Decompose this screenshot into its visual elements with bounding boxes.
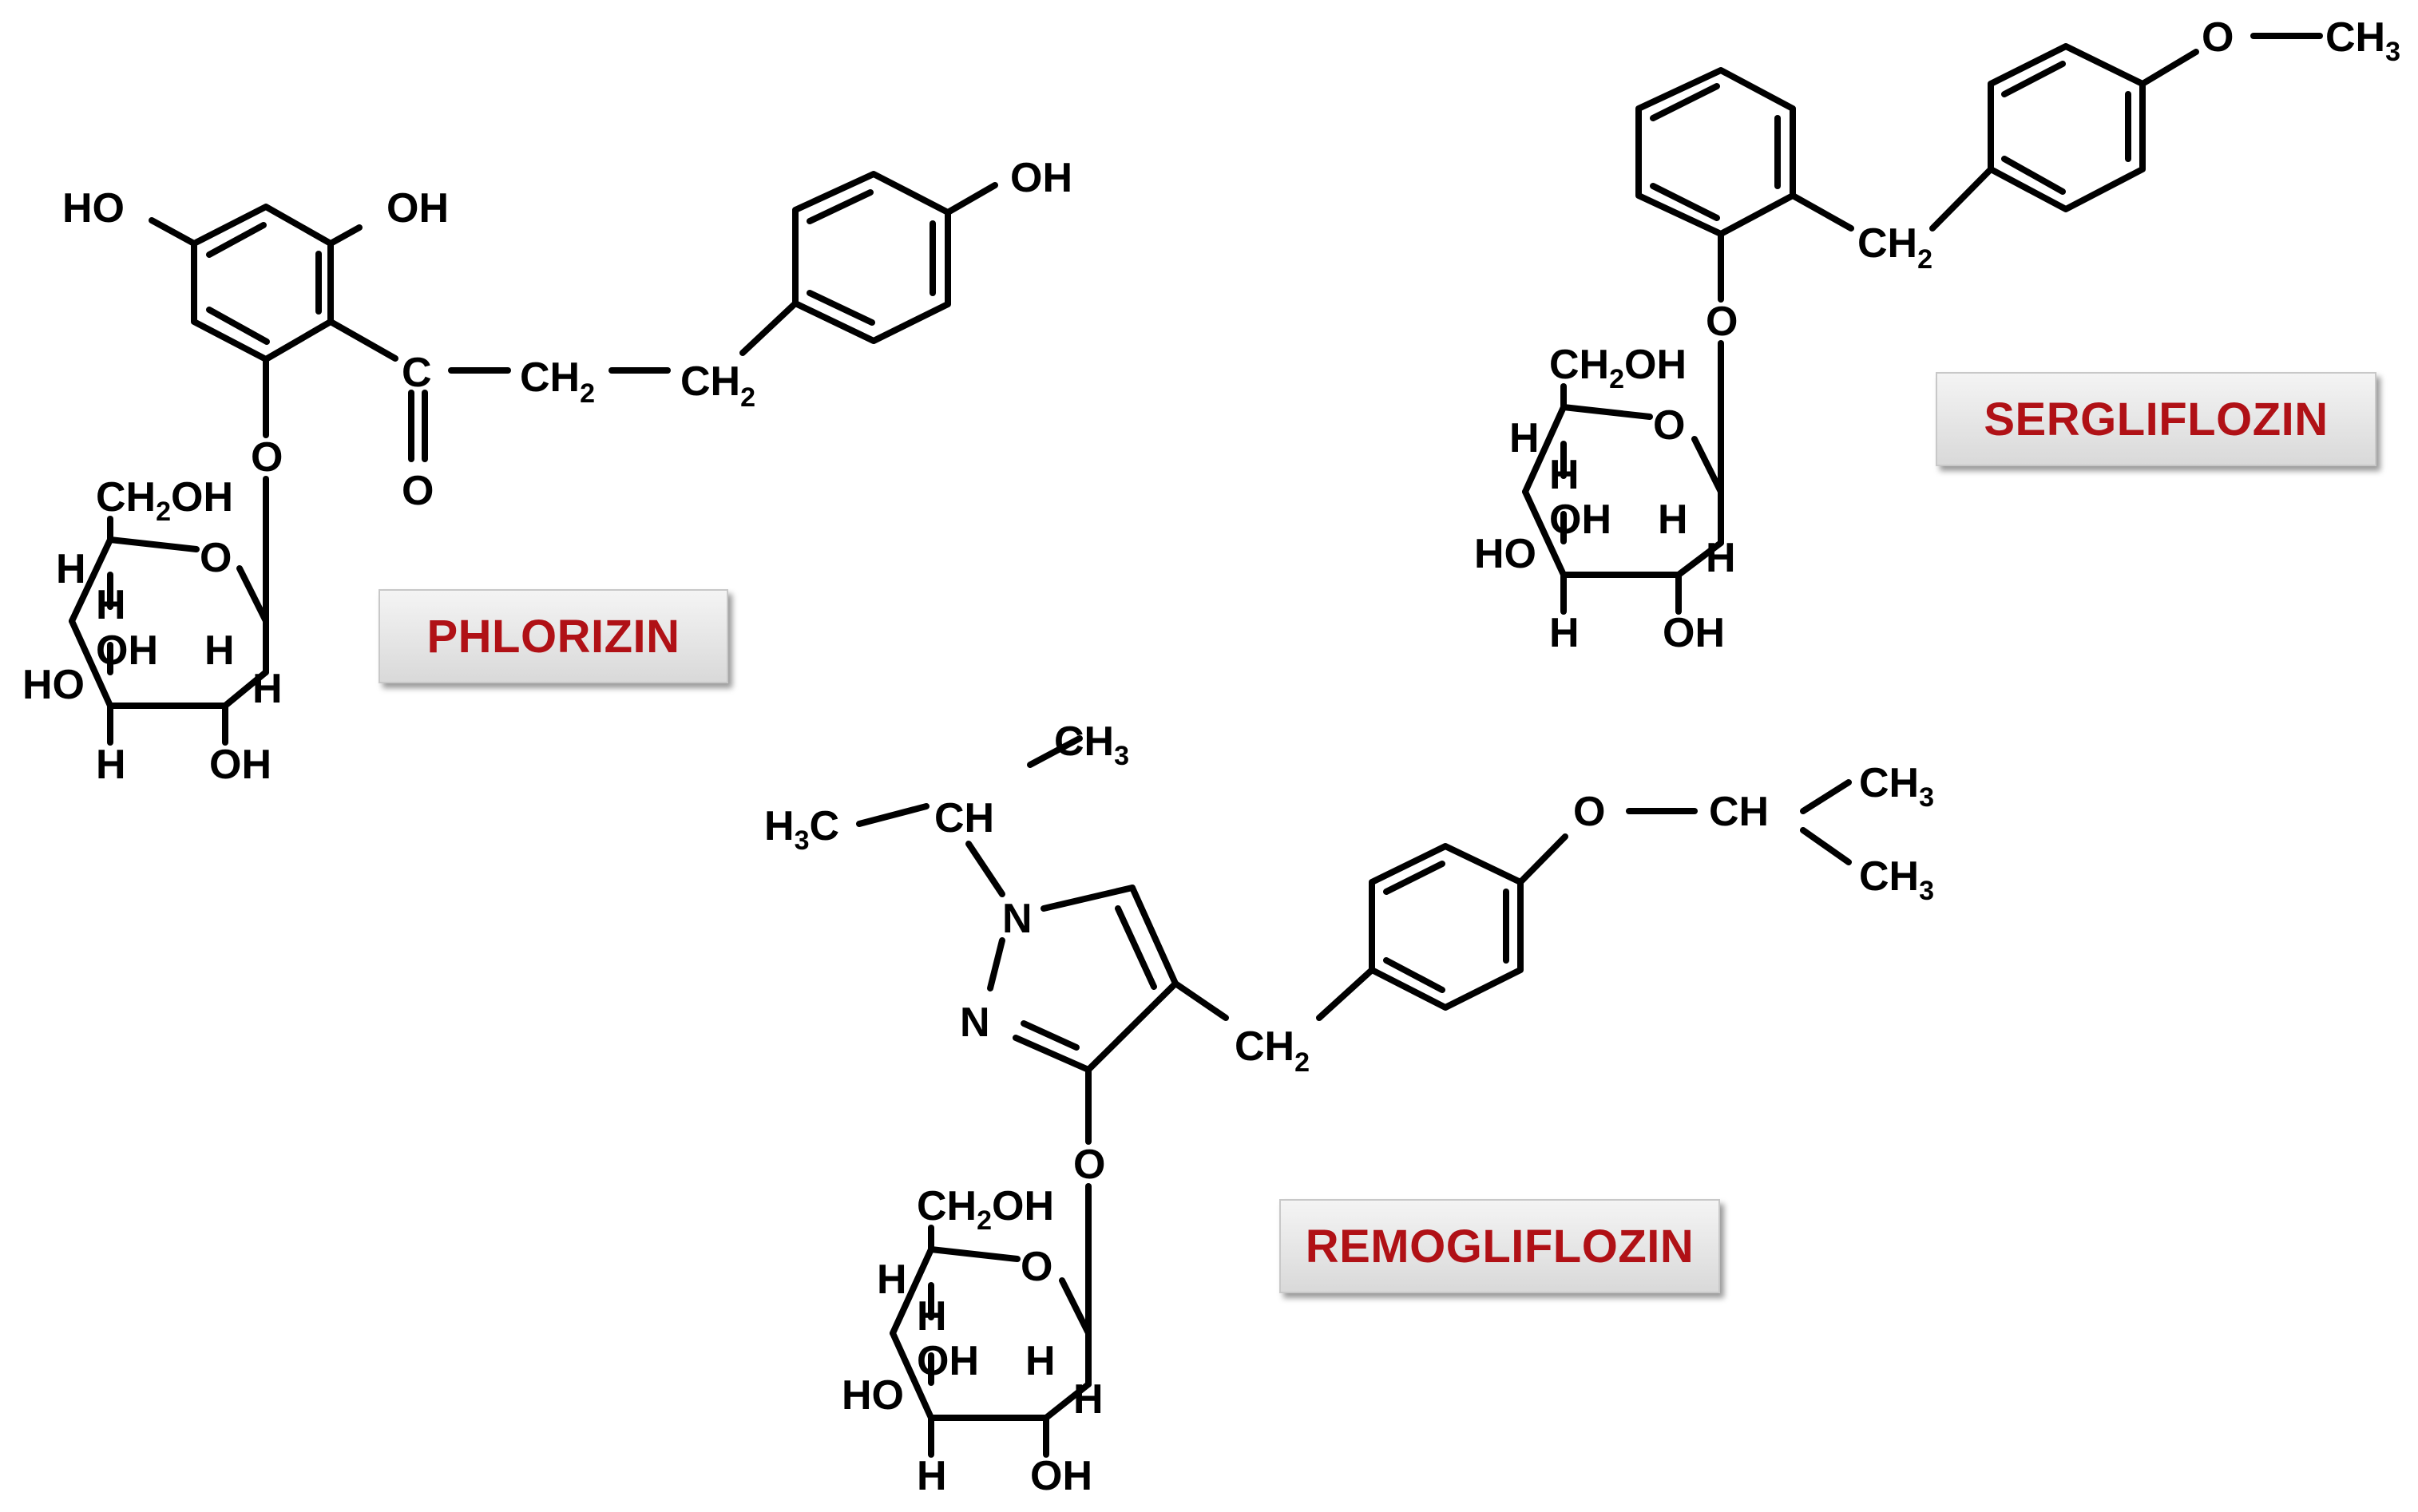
sergliflozin-ch2oh: CH2OH xyxy=(1549,342,1687,394)
remogliflozin-h: H xyxy=(1073,1376,1104,1423)
remogliflozin-n2: N xyxy=(960,999,990,1046)
sergliflozin-bonds xyxy=(1522,33,2323,615)
phlorizin-ho: HO xyxy=(22,662,85,708)
phlorizin-name: PHLORIZIN xyxy=(426,610,680,663)
sergliflozin-h: H xyxy=(1549,610,1580,656)
remogliflozin-ring-o: O xyxy=(1021,1244,1052,1290)
sergliflozin-h: H xyxy=(1549,452,1580,498)
remogliflozin-h: H xyxy=(917,1453,947,1499)
phlorizin-name-box: PHLORIZIN xyxy=(379,589,728,683)
sergliflozin-h: H xyxy=(1509,415,1540,461)
phlorizin-h: H xyxy=(96,582,126,628)
phlorizin-atom-labels: HO OH OH C O CH2 CH2 O CH2OH O H H OH H … xyxy=(22,155,1072,788)
remogliflozin-atom-labels: CH3 H3C CH N N CH2 O CH CH3 CH3 O CH2OH … xyxy=(764,718,1934,1499)
phlorizin-structure: HO OH OH C O CH2 CH2 O CH2OH O H H OH H … xyxy=(22,155,1072,788)
remogliflozin-h: H xyxy=(1025,1338,1056,1384)
remogliflozin-n1: N xyxy=(1002,896,1033,942)
sergliflozin-name-box: SERGLIFLOZIN xyxy=(1936,372,2376,466)
remogliflozin-name-box: REMOGLIFLOZIN xyxy=(1279,1199,1720,1293)
remogliflozin-h: H xyxy=(917,1293,947,1340)
sergliflozin-atom-labels: O CH3 CH2 O CH2OH O H H OH H H HO H OH xyxy=(1474,14,2400,656)
sergliflozin-ch3: CH3 xyxy=(2325,14,2400,67)
sergliflozin-ho: HO xyxy=(1474,531,1536,577)
remogliflozin-ch3-upper: CH3 xyxy=(1859,760,1934,813)
remogliflozin-glycoside-o: O xyxy=(1073,1142,1105,1188)
sergliflozin-methoxy-o: O xyxy=(2202,14,2234,61)
remogliflozin-ch3-lower: CH3 xyxy=(1859,853,1934,906)
remogliflozin-ch: CH xyxy=(934,795,994,841)
remogliflozin-h3c: H3C xyxy=(764,803,839,856)
phlorizin-h: H xyxy=(96,742,126,788)
sergliflozin-h: H xyxy=(1706,535,1736,581)
sergliflozin-ch2: CH2 xyxy=(1857,220,1932,275)
phlorizin-glycoside-o: O xyxy=(251,434,283,481)
sergliflozin-oh: OH xyxy=(1549,497,1611,543)
remogliflozin-isopropyl-ch: CH xyxy=(1709,789,1769,835)
sergliflozin-h: H xyxy=(1658,497,1688,543)
sergliflozin-structure: O CH3 CH2 O CH2OH O H H OH H H HO H OH xyxy=(1474,14,2400,656)
phlorizin-carbonyl-o: O xyxy=(402,468,434,514)
remogliflozin-ch2: CH2 xyxy=(1235,1023,1310,1078)
sergliflozin-ring-o: O xyxy=(1653,402,1685,449)
phlorizin-ho-left: HO xyxy=(62,185,125,232)
remogliflozin-ether-o: O xyxy=(1573,789,1605,835)
sergliflozin-oh: OH xyxy=(1663,610,1725,656)
remogliflozin-oh: OH xyxy=(1030,1453,1092,1499)
remogliflozin-ch3-top: CH3 xyxy=(1054,718,1129,771)
phlorizin-oh: OH xyxy=(96,627,158,674)
remogliflozin-h: H xyxy=(877,1257,907,1303)
phlorizin-h: H xyxy=(56,546,86,592)
phlorizin-oh: OH xyxy=(209,742,272,788)
phlorizin-ring-o: O xyxy=(200,535,232,581)
remogliflozin-ch2oh: CH2OH xyxy=(917,1183,1054,1236)
phlorizin-h: H xyxy=(252,666,283,712)
remogliflozin-bonds xyxy=(856,735,1852,1458)
phlorizin-carbonyl-c: C xyxy=(402,350,432,396)
remogliflozin-name: REMOGLIFLOZIN xyxy=(1305,1220,1695,1273)
phlorizin-ch2-b: CH2 xyxy=(680,358,755,413)
sergliflozin-glycoside-o: O xyxy=(1706,299,1738,345)
phlorizin-h: H xyxy=(204,627,235,674)
sergliflozin-name: SERGLIFLOZIN xyxy=(1984,393,2329,445)
phlorizin-bonds xyxy=(69,171,998,746)
phlorizin-ch2oh: CH2OH xyxy=(96,474,233,527)
phlorizin-oh-top: OH xyxy=(386,185,449,232)
remogliflozin-oh: OH xyxy=(917,1338,979,1384)
phlorizin-oh-right: OH xyxy=(1010,155,1072,201)
remogliflozin-ho: HO xyxy=(842,1372,904,1419)
remogliflozin-structure: CH3 H3C CH N N CH2 O CH CH3 CH3 O CH2OH … xyxy=(764,718,1934,1499)
phlorizin-ch2-a: CH2 xyxy=(520,354,595,409)
